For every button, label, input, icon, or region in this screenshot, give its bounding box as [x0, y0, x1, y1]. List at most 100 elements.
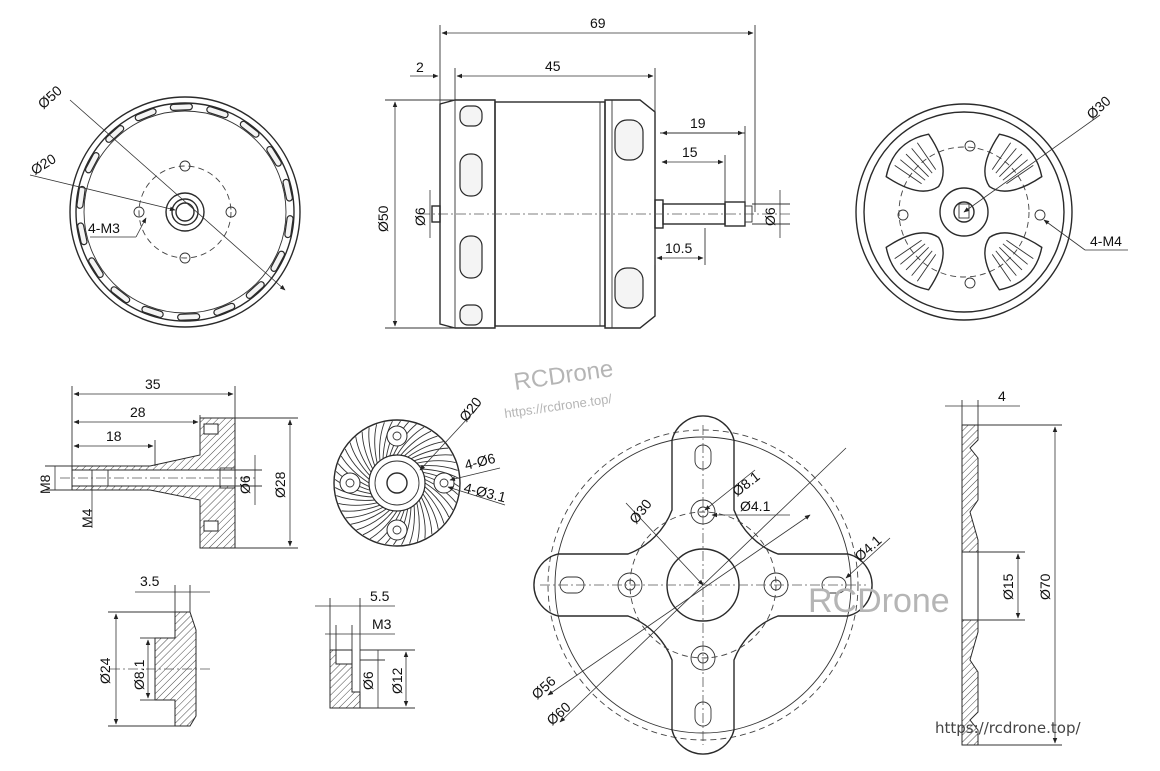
knurl-line [409, 505, 415, 544]
rear-cooling-lobes [885, 133, 1043, 291]
knurl-line [422, 493, 439, 530]
rim-slot [266, 145, 282, 167]
knurl-line [424, 486, 450, 518]
gear-outer-dim: Ø20 [456, 394, 485, 425]
rear-lobe [885, 133, 944, 192]
rim-slot [282, 178, 293, 202]
rim-slot [245, 281, 265, 299]
knurl-line [334, 487, 373, 498]
rim-slot [177, 313, 201, 321]
knurl-line [355, 436, 372, 473]
side-body-dim: 45 [545, 58, 561, 74]
knurl-line [423, 489, 445, 524]
rear-bolt-circle-dim: Ø30 [1083, 92, 1114, 122]
rear-lobe-fin [999, 247, 1023, 271]
gear-knurl [334, 420, 460, 546]
knurl-line [418, 499, 426, 539]
nut-thread-dim: M3 [372, 616, 392, 632]
mount-inner-dim: Ø30 [626, 496, 655, 527]
adapter-bore-dim: Ø6 [237, 475, 253, 494]
knurl-line [424, 482, 454, 511]
nut-bore-dim: Ø6 [360, 671, 376, 690]
front-cooling-slots [76, 103, 294, 321]
adapter-mid-dim: 28 [130, 404, 146, 420]
knurl-line [416, 460, 456, 464]
rear-lobe-fin [991, 142, 1012, 170]
rim-slot [213, 302, 236, 316]
nut-view: 5.5 M3 Ø6 Ø12 [315, 588, 415, 709]
plate-inner-dim: Ø15 [1000, 573, 1016, 600]
rim-slot [270, 250, 286, 272]
knurl-line [400, 430, 432, 456]
nut-height-dim: 5.5 [370, 588, 390, 604]
rim-slot [77, 222, 88, 246]
rear-lobe-fin [916, 142, 937, 170]
knurl-line [362, 510, 394, 536]
front-holes-dim: 4-M3 [88, 220, 120, 236]
rear-view: Ø30 4-M4 [855, 92, 1128, 321]
rim-slot [105, 125, 125, 143]
rim-slot [206, 106, 229, 119]
watermark-brand-large: RCDrone [808, 582, 950, 620]
gear-hub-view: Ø20 4-Ø6 4-Ø3.1 [333, 394, 508, 547]
rear-lobe-fin [1002, 159, 1028, 181]
rear-lobe [885, 232, 944, 291]
side-rear-shaft-dim: Ø6 [412, 207, 428, 226]
rim-slot [239, 120, 260, 138]
knurl-line [396, 426, 425, 456]
rim-slot [141, 305, 164, 318]
knurl-line [416, 502, 420, 542]
knurl-line [338, 502, 378, 506]
rim-slot [76, 185, 86, 209]
rear-lobe-fin [911, 250, 933, 276]
knurl-line [413, 454, 453, 462]
adapter-set-screw-dim: M4 [79, 508, 95, 528]
rear-lobe-fin [999, 153, 1023, 177]
rear-lobe-fin [1006, 239, 1034, 260]
rim-slot [110, 286, 131, 304]
watermark-brand: RCDrone [512, 355, 615, 396]
rear-holes-dim: 4-M4 [1090, 233, 1122, 249]
shaft-adapter-view: 35 28 18 M8 M4 Ø6 Ø28 [37, 376, 298, 549]
adapter-base-dim: Ø28 [272, 471, 288, 498]
rear-lobe-fin [905, 153, 929, 177]
rear-lobe-fin [894, 164, 922, 185]
rim-slot [134, 108, 157, 122]
knurl-line [407, 441, 444, 458]
rear-lobe-fin [900, 159, 926, 181]
rear-lobe-fin [995, 250, 1017, 276]
front-outer-dim: Ø50 [35, 82, 66, 112]
adapter-thread-len-dim: 18 [106, 428, 122, 444]
side-flange-dim: 2 [416, 59, 424, 75]
knurl-line [410, 447, 449, 460]
side-overall-dim: 69 [590, 15, 606, 31]
front-view: Ø50 Ø20 4-M3 [28, 82, 301, 328]
front-center-dim: Ø20 [28, 150, 59, 178]
knurl-line [350, 508, 387, 525]
plate-outer-dim: Ø70 [1037, 573, 1053, 600]
side-shaft-exposed-dim: 15 [682, 144, 698, 160]
plate-thickness-dim: 4 [998, 388, 1006, 404]
rear-lobe [984, 133, 1043, 192]
rear-lobe-fin [1002, 243, 1028, 265]
side-height-dim: Ø50 [375, 205, 391, 232]
knurl-line [361, 431, 374, 470]
gear-holes-a-dim: 4-Ø6 [463, 450, 497, 473]
side-view: 69 45 2 Ø50 Ø6 19 15 10.5 Ø6 [375, 15, 790, 329]
knurl-line [349, 442, 371, 477]
mount-outer1-dim: Ø56 [528, 672, 559, 702]
mount-plate-side-view: 4 Ø15 Ø70 [945, 388, 1062, 746]
rear-lobe-fin [900, 243, 926, 265]
rim-slot [284, 215, 294, 239]
side-shaft-gap-dim: 10.5 [665, 240, 692, 256]
knurl-line [374, 424, 378, 464]
rear-lobe-fin [894, 239, 922, 260]
rear-lobe-fin [905, 247, 929, 271]
knurl-line [369, 510, 398, 540]
rim-slot [169, 103, 193, 111]
washer-view: 3.5 Ø24 Ø8.1 [97, 573, 210, 727]
knurl-line [401, 507, 412, 546]
knurl-line [344, 448, 370, 480]
knurl-line [341, 504, 381, 512]
